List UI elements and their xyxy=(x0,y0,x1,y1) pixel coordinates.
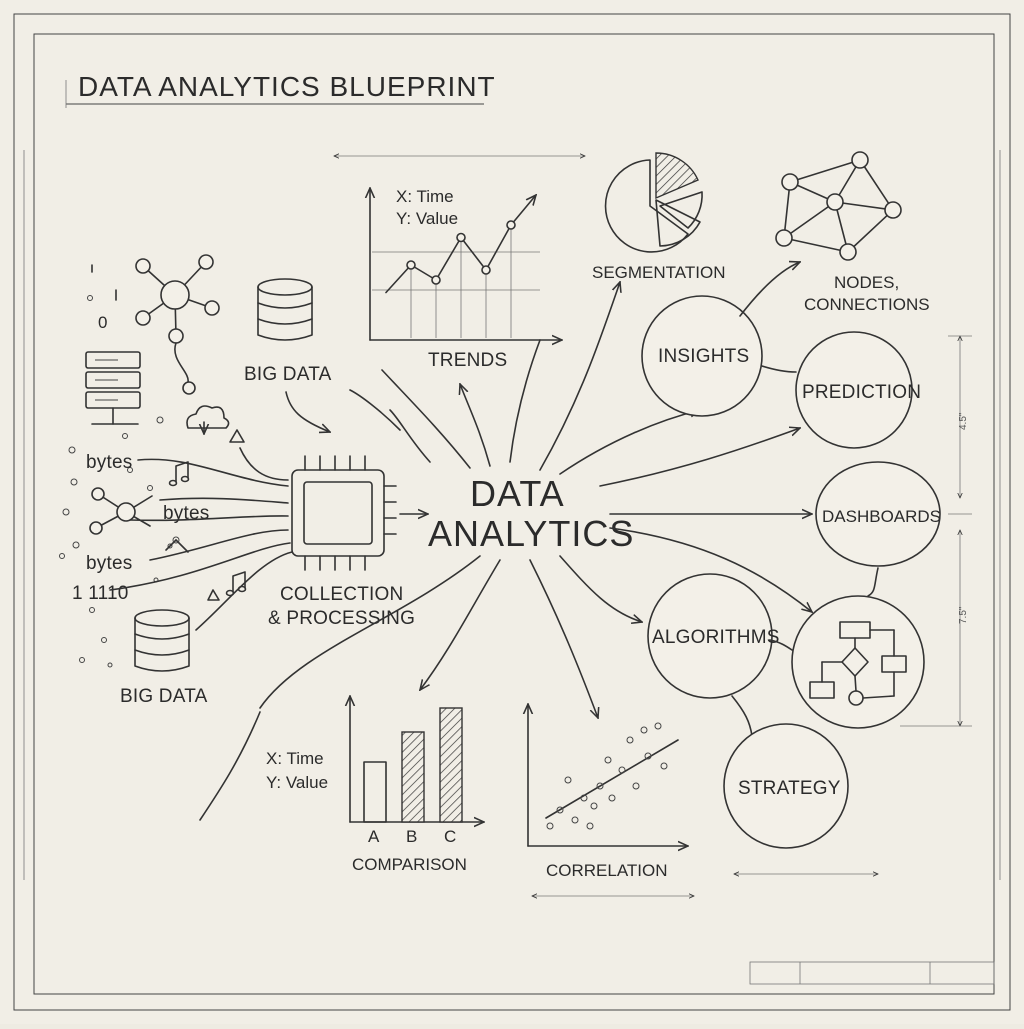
cloud-upload-icon xyxy=(156,405,230,434)
trend-point xyxy=(406,260,416,270)
bytes-label-1: bytes xyxy=(86,452,132,473)
binary-digit-zero: 0 xyxy=(98,313,107,332)
page-title: DATA ANALYTICS BLUEPRINT xyxy=(78,71,496,102)
algorithms-label: ALGORITHMS xyxy=(652,627,780,648)
comparison-x-axis-label: X: Time xyxy=(266,749,324,768)
comparison-category-b: B xyxy=(406,827,417,846)
small-hub-icon xyxy=(89,487,153,535)
strategy-bubble xyxy=(723,723,849,849)
trends-y-axis-label: Y: Value xyxy=(396,209,458,228)
segmentation-pie-icon xyxy=(604,152,703,253)
prediction-label: PREDICTION xyxy=(802,382,921,403)
triangle-markers xyxy=(207,429,245,601)
insights-network-arrow xyxy=(739,262,800,317)
comparison-bar xyxy=(363,761,387,823)
trends-chart xyxy=(370,188,562,340)
database-icon-bottom xyxy=(134,609,190,672)
correlation-label: CORRELATION xyxy=(546,861,668,880)
processor-chip-icon xyxy=(291,455,397,571)
dimension-lower: 7.5" xyxy=(958,606,969,624)
page-border xyxy=(13,13,1011,1011)
center-label-line2: ANALYTICS xyxy=(428,513,634,554)
hub-network-icon xyxy=(135,254,220,395)
algorithms-flowchart-link xyxy=(769,639,793,651)
database-icon-top xyxy=(257,278,313,341)
trend-point xyxy=(506,220,516,230)
trend-point xyxy=(431,275,441,285)
music-note-icon-1 xyxy=(168,461,190,487)
network-graph-icon xyxy=(775,151,902,261)
comparison-chart xyxy=(350,696,484,822)
trends-label: TRENDS xyxy=(428,350,507,371)
data-streams xyxy=(109,391,330,631)
dashboards-bubble xyxy=(815,461,941,567)
tiny-node-icon xyxy=(165,536,189,553)
prediction-bubble xyxy=(795,331,913,449)
binary-string: 1 1110 xyxy=(72,583,129,604)
data-particles xyxy=(59,264,173,668)
insights-prediction-link xyxy=(761,365,797,373)
comparison-y-axis-label: Y: Value xyxy=(266,773,328,792)
bytes-label-3: bytes xyxy=(86,553,132,574)
processing-label-line2: & PROCESSING xyxy=(268,608,415,629)
flowchart-bubble xyxy=(791,567,925,729)
comparison-category-a: A xyxy=(368,827,380,846)
insights-label: INSIGHTS xyxy=(658,346,749,367)
server-rack-icon xyxy=(85,351,141,439)
comparison-bar xyxy=(401,731,425,823)
processing-label-line1: COLLECTION xyxy=(280,584,403,605)
big-data-label-top: BIG DATA xyxy=(244,364,332,385)
trend-point xyxy=(456,232,466,243)
algorithms-strategy-link xyxy=(731,695,753,737)
segmentation-label: SEGMENTATION xyxy=(592,263,726,282)
dashboards-label: DASHBOARDS xyxy=(822,507,941,526)
trends-x-axis-label: X: Time xyxy=(396,187,454,206)
dimension-upper: 4.5" xyxy=(958,412,969,430)
comparison-bar xyxy=(439,707,463,823)
right-dimension-lines xyxy=(900,336,972,726)
insights-bubble xyxy=(641,295,763,417)
big-data-label-bottom: BIG DATA xyxy=(120,686,208,707)
center-label-line1: DATA xyxy=(470,473,565,514)
network-label-line1: NODES, xyxy=(834,273,899,292)
network-label-line2: CONNECTIONS xyxy=(804,295,930,314)
correlation-scatter-chart xyxy=(528,704,688,846)
comparison-label: COMPARISON xyxy=(352,855,467,874)
strategy-label: STRATEGY xyxy=(738,778,841,799)
trend-point xyxy=(481,265,491,275)
algorithms-bubble xyxy=(647,573,773,699)
comparison-category-c: C xyxy=(444,827,456,846)
center-radiating-arrows xyxy=(199,282,812,821)
